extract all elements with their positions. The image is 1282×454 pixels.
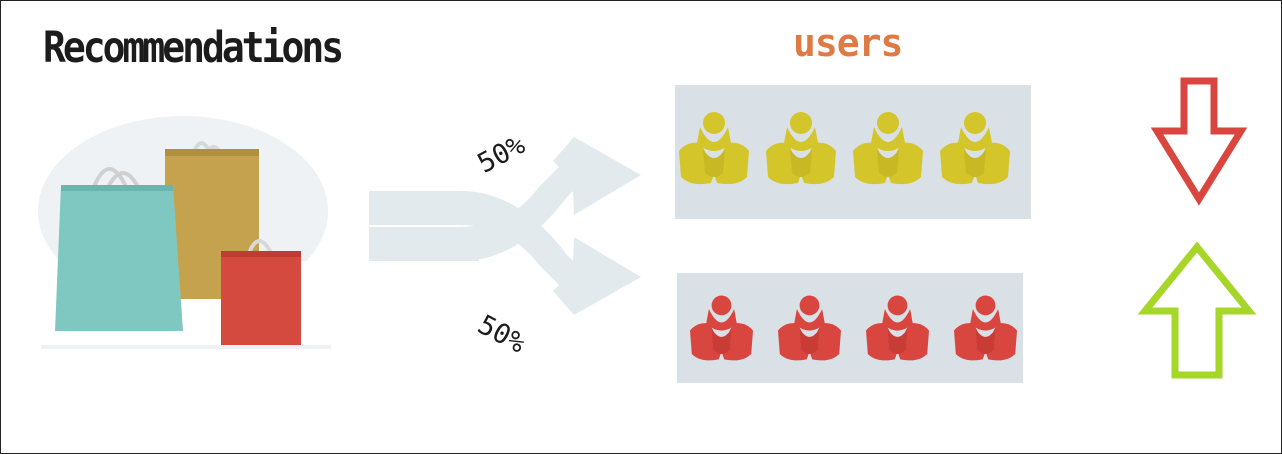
user-group-icon (778, 295, 841, 361)
bottom-user-row (684, 291, 1023, 363)
user-group-icon (954, 295, 1017, 361)
shopping-bags-icon (38, 116, 331, 361)
split-arrow-icon (369, 137, 641, 315)
user-group-icon (679, 112, 749, 185)
user-group-icon (766, 112, 836, 185)
user-group-icon (940, 112, 1010, 185)
top-user-row (677, 107, 1012, 187)
diagram-title: Recommendations (43, 23, 344, 73)
arrow-down-icon (1150, 77, 1248, 206)
users-heading: users (793, 21, 903, 65)
user-group-icon (866, 295, 929, 361)
user-group-icon (690, 295, 753, 361)
arrow-up-icon (1137, 241, 1257, 379)
user-group-icon (853, 112, 923, 185)
